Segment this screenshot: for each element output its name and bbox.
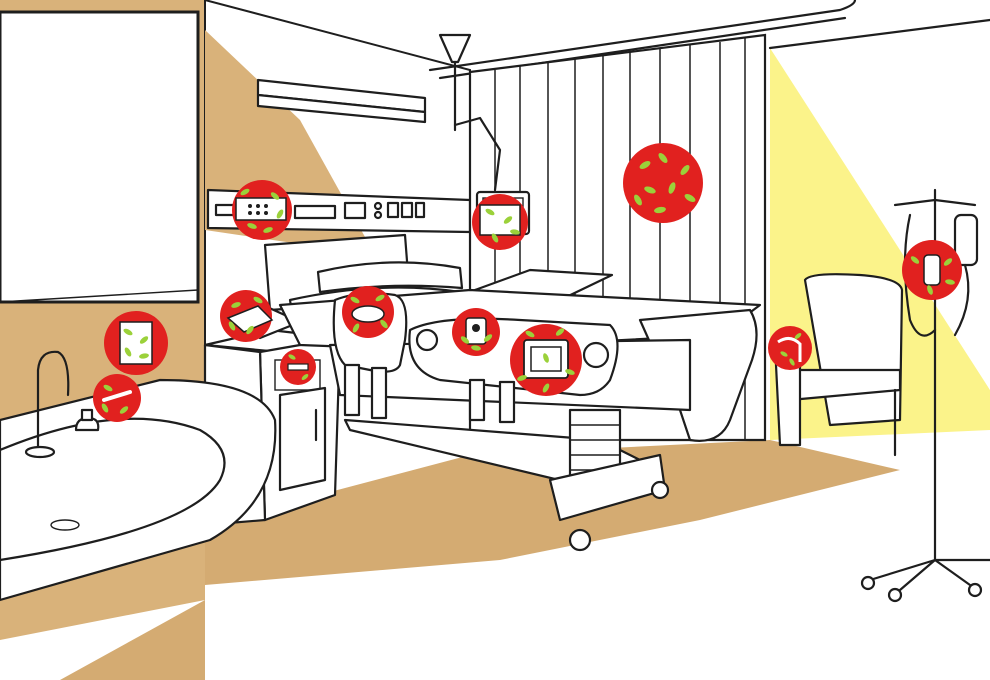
drawer-handle-icon — [287, 363, 309, 371]
iv-pole-hotspot[interactable] — [902, 240, 962, 300]
bed-control-panel-hotspot[interactable] — [510, 324, 582, 396]
tv-monitor-hotspot[interactable] — [472, 194, 528, 250]
faucet-handle-hotspot[interactable] — [93, 374, 141, 422]
pillow-icon — [351, 305, 385, 323]
chair-armrest-hotspot[interactable] — [768, 326, 812, 370]
bedside-drawer-hotspot[interactable] — [280, 349, 316, 385]
telephone-icon — [226, 305, 274, 333]
pillow-hotspot[interactable] — [342, 286, 394, 338]
faucet-handle-icon — [102, 390, 132, 402]
wall-control-panel-icon — [235, 197, 287, 221]
chair-armrest-icon — [777, 337, 802, 362]
bed-rail-remote-hotspot[interactable] — [452, 308, 500, 356]
iv-bag-icon — [923, 254, 941, 286]
germ-hotspots — [93, 143, 962, 422]
wall-light-fixture — [256, 78, 427, 124]
floor — [60, 440, 990, 680]
curtain-hotspot[interactable] — [623, 143, 703, 223]
light-switch-hotspot[interactable] — [104, 311, 168, 375]
wall-mirror — [0, 10, 200, 304]
telephone-hotspot[interactable] — [220, 290, 274, 342]
visitor-chair — [773, 273, 904, 457]
wall-control-panel-hotspot[interactable] — [232, 180, 292, 240]
light-switch-icon — [119, 321, 153, 365]
